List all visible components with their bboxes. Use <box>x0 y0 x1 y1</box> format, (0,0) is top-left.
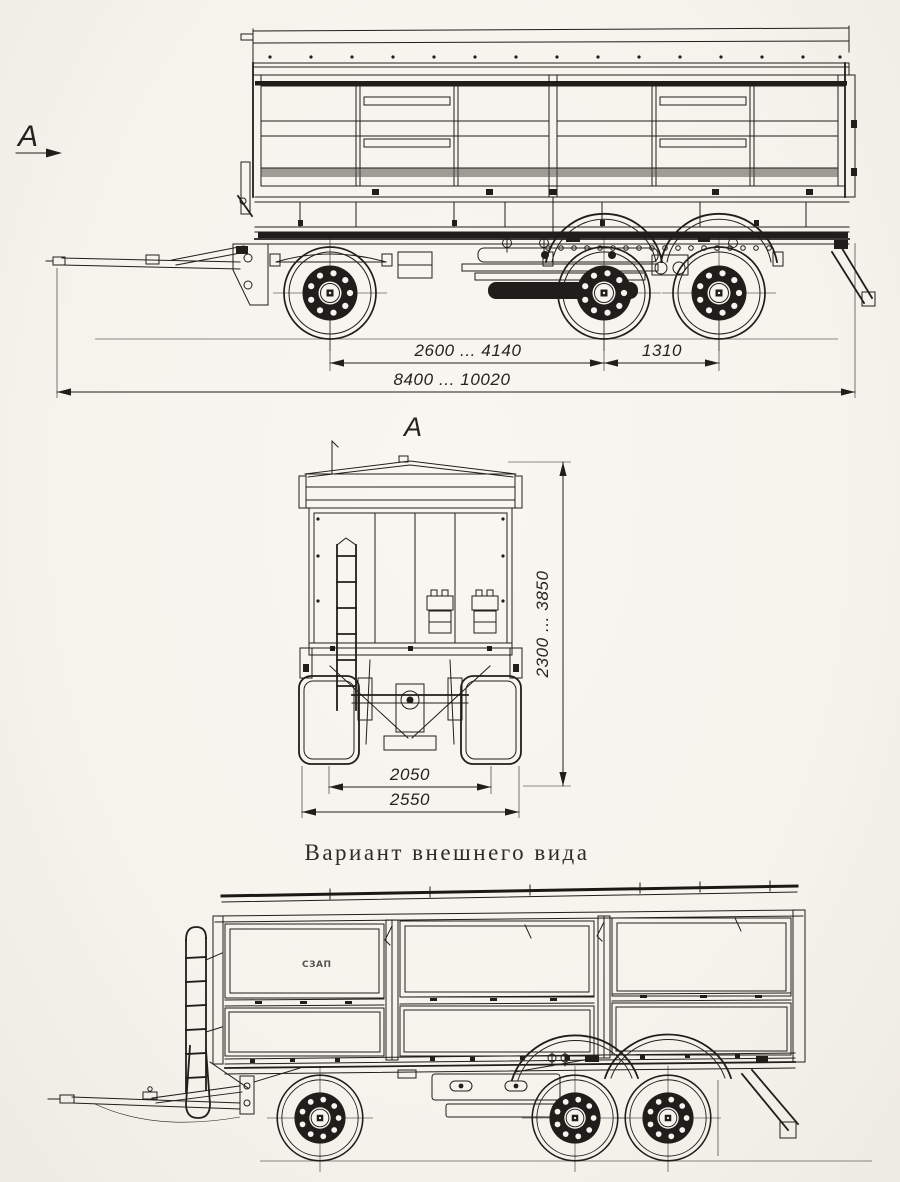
side-view-drawing: A <box>15 25 876 398</box>
variant-posts <box>212 909 806 1065</box>
dim-label-overall-length: 8400 ... 10020 <box>393 370 510 389</box>
variant-side-view-drawing: СЗАП <box>47 880 872 1173</box>
variant-rear-wheel-2 <box>614 1065 722 1173</box>
fender-perforation <box>545 245 772 251</box>
dimension-overall-height: 2300 ... 3850 <box>508 461 571 787</box>
section-view-label: A <box>402 412 422 442</box>
rear-underframe <box>299 642 523 751</box>
brand-mark: СЗАП <box>302 960 332 970</box>
variant-mid-rails <box>224 992 792 1007</box>
lattice-body <box>252 62 850 198</box>
dim-label-overall-height: 2300 ... 3850 <box>533 570 552 678</box>
body-top-rails <box>240 25 850 64</box>
dim-label-overall-width: 2550 <box>389 790 430 809</box>
dimension-overall-width: 2550 <box>301 766 520 818</box>
variant-front-wheel <box>266 1065 374 1173</box>
dim-label-bogie-spread: 1310 <box>642 341 682 360</box>
caption-variant: Вариант внешнего вида <box>305 840 590 865</box>
dim-label-front-to-bogie: 2600 ... 4140 <box>413 341 521 360</box>
rear-body-box <box>308 507 513 649</box>
dim-label-track: 2050 <box>389 765 430 784</box>
drawbar <box>45 243 269 306</box>
rear-ladder <box>336 537 357 711</box>
rear-view-drawing: A <box>298 412 571 818</box>
variant-lower-panels <box>224 1002 796 1065</box>
variant-front-ladder <box>185 926 249 1119</box>
arrowhead-icon <box>46 148 62 158</box>
tandem-fenders <box>542 212 784 276</box>
view-a-label: A <box>16 120 38 153</box>
roof-cap <box>298 440 523 509</box>
variant-top-rail <box>214 880 804 923</box>
dimension-track: 2050 <box>328 765 492 794</box>
dimension-bogie-spread: 1310 <box>603 305 720 371</box>
rear-tires <box>298 675 522 765</box>
tarp-hook-dots <box>268 55 842 59</box>
dimension-front-to-bogie: 2600 ... 4140 <box>329 305 605 371</box>
lower-side-panels <box>236 161 850 238</box>
variant-upper-panels: СЗАП <box>224 917 792 999</box>
dimension-overall-length: 8400 ... 10020 <box>56 243 856 398</box>
variant-rear-wheel-1 <box>521 1065 629 1173</box>
view-a-arrow: A <box>15 120 62 158</box>
marker-lamps <box>426 589 499 634</box>
variant-drawbar <box>47 1067 301 1123</box>
